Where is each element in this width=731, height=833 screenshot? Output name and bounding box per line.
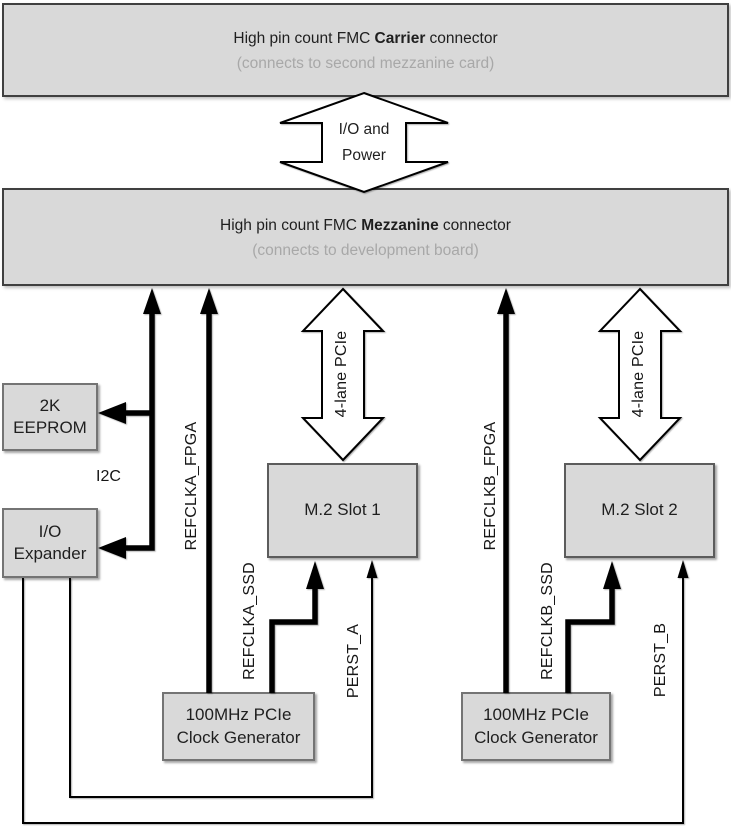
io-expander-block: I/O Expander [2, 508, 98, 578]
perst-a-line [69, 577, 373, 798]
clock-generator-b-line1: 100MHz PCIe [483, 705, 589, 725]
refclka-ssd-line [269, 586, 318, 693]
clock-generator-a-line1: 100MHz PCIe [185, 705, 292, 725]
i2c-expander-arrowhead [98, 537, 126, 559]
mezzanine-title-bold: Mezzanine [361, 216, 439, 234]
perst-a-arrowhead [366, 560, 378, 578]
eeprom-block: 2K EEPROM [2, 383, 98, 451]
io-expander-label-line2: Expander [13, 544, 87, 563]
i2c-label: I2C [96, 468, 121, 485]
pcie-x4-label-slot2: 4-lane PCIe [630, 330, 647, 418]
carrier-title-bold: Carrier [374, 29, 426, 47]
clock-generator-a-line2: Clock Generator [176, 727, 301, 747]
perst-a-net [69, 560, 378, 798]
eeprom-label-line1: 2K [39, 395, 61, 415]
refclka-fpga-label: REFCLKA_FPGA [183, 421, 200, 551]
carrier-connector-subtitle: (connects to second mezzanine card) [236, 54, 495, 72]
eeprom-label-line2: EEPROM [13, 418, 87, 437]
m2-slot-2-label: M.2 Slot 2 [601, 500, 678, 520]
refclka-fpga-net [200, 288, 218, 693]
io-power-label-line1: I/O and [338, 121, 390, 138]
perst-b-label: PERST_B [652, 622, 669, 698]
carrier-title-suffix: connector [429, 29, 498, 47]
clock-generator-a-block: 100MHz PCIe Clock Generator [162, 692, 315, 761]
refclka-fpga-arrowhead [200, 288, 218, 314]
clock-generator-b-block: 100MHz PCIe Clock Generator [461, 692, 611, 761]
io-expander-label-line1: I/O [38, 521, 62, 541]
io-power-label-line2: Power [342, 147, 386, 164]
pcie-x4-label-slot1: 4-lane PCIe [333, 330, 350, 418]
refclkb-fpga-arrowhead [497, 288, 515, 314]
i2c-up-arrowhead [143, 288, 161, 314]
i2c-bus-line [126, 312, 155, 551]
perst-a-label: PERST_A [345, 623, 362, 699]
refclkb-ssd-label: REFCLKB_SSD [539, 562, 556, 680]
refclka-ssd-label: REFCLKA_SSD [241, 562, 258, 680]
i2c-eeprom-arrowhead [98, 402, 126, 424]
refclkb-ssd-line [565, 586, 615, 693]
m2-slot-1-label: M.2 Slot 1 [304, 500, 381, 520]
i2c-bus [98, 288, 161, 559]
m2-slot-2-block: M.2 Slot 2 [564, 463, 715, 558]
carrier-title-prefix: High pin count FMC [233, 29, 371, 47]
mezzanine-connector-subtitle: (connects to development board) [252, 241, 479, 259]
refclkb-ssd-net [565, 561, 621, 693]
io-power-arrow-label: I/O and Power [319, 117, 409, 169]
refclka-ssd-net [269, 561, 324, 693]
refclkb-fpga-label: REFCLKB_FPGA [482, 421, 499, 551]
refclkb-ssd-arrowhead [603, 561, 621, 589]
mezzanine-title-suffix: connector [442, 216, 511, 234]
refclka-ssd-arrowhead [306, 561, 324, 589]
perst-b-arrowhead [677, 560, 689, 578]
clock-generator-b-line2: Clock Generator [474, 727, 598, 747]
mezzanine-title-prefix: High pin count FMC [220, 216, 358, 234]
m2-slot-1-block: M.2 Slot 1 [267, 463, 418, 558]
